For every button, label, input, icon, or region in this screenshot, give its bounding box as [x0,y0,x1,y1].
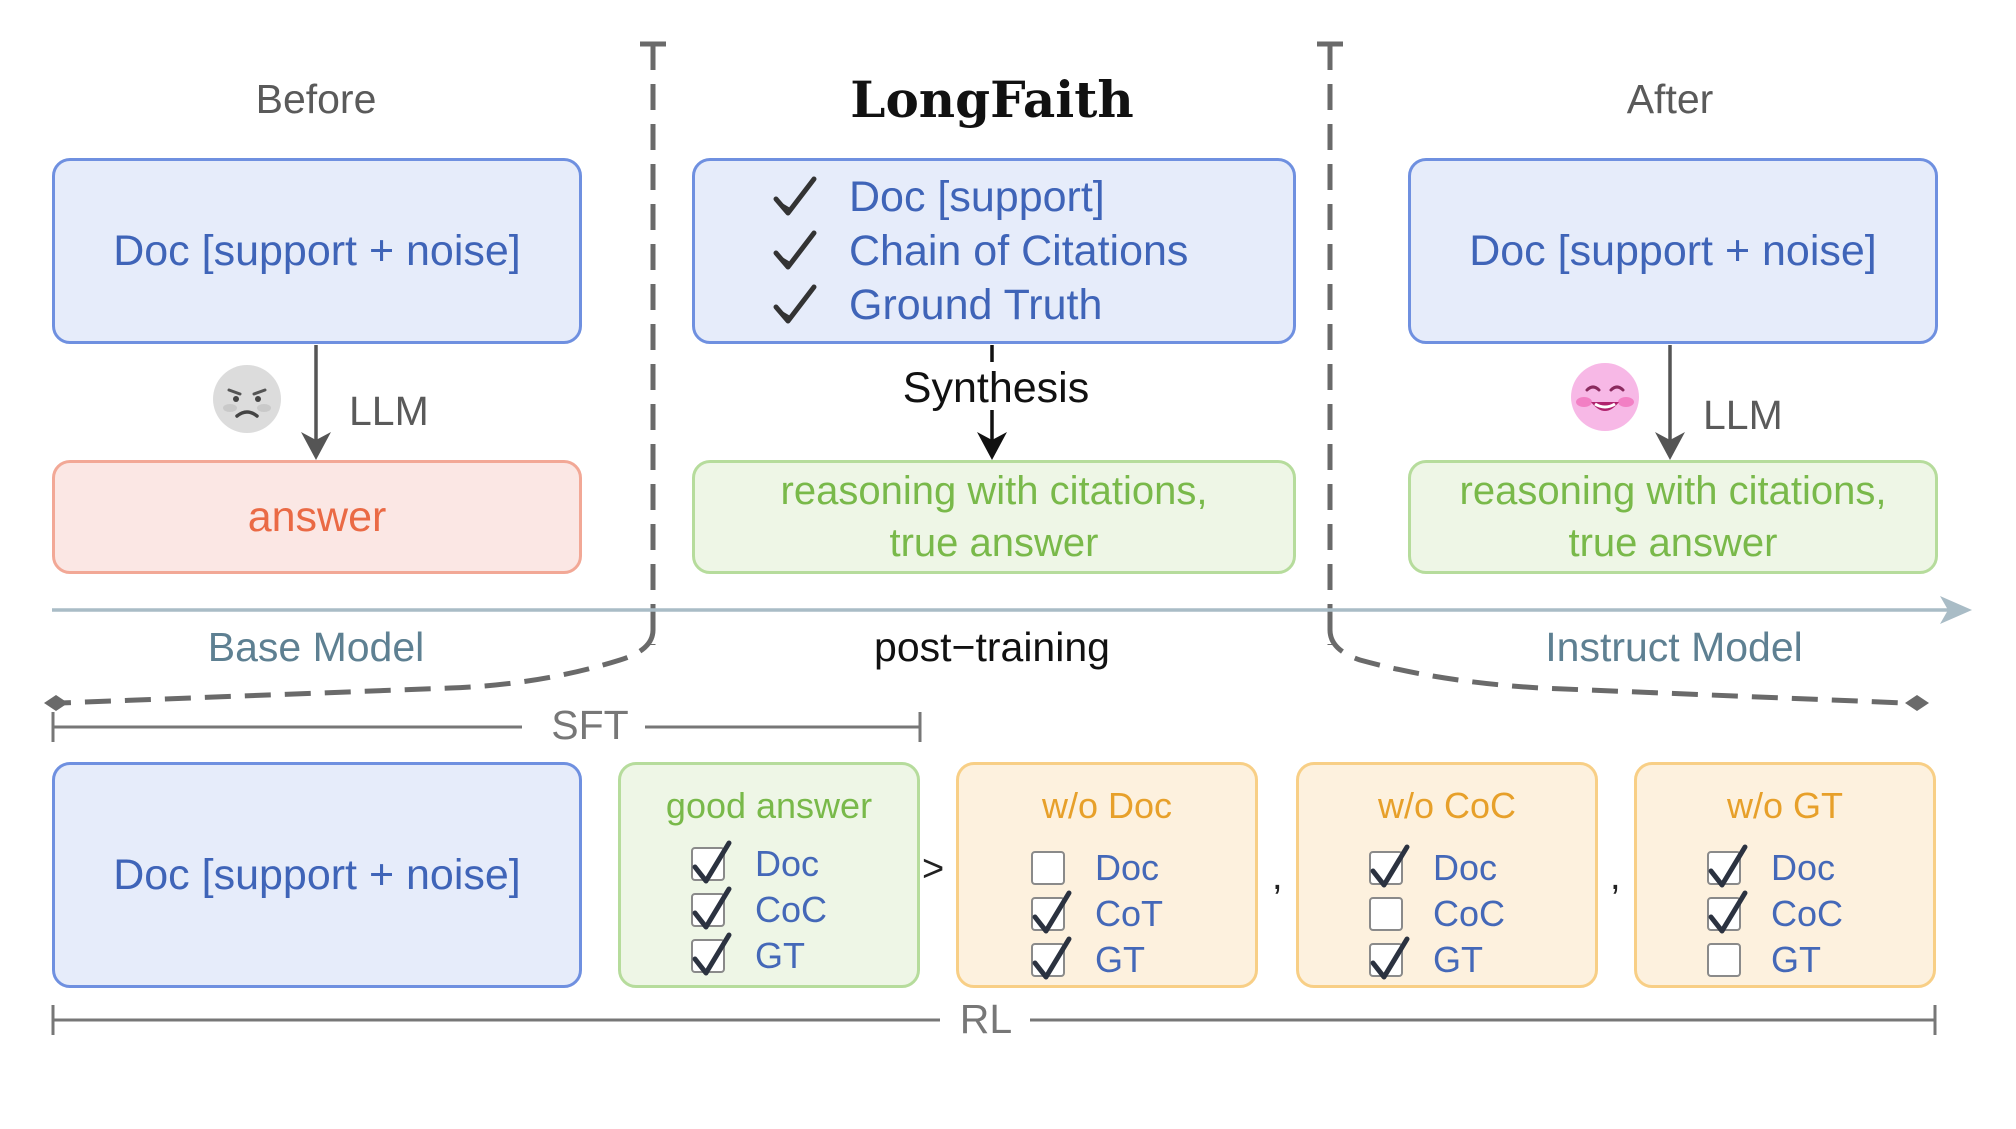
candidate-checklist: Doc CoC GT [1706,844,1844,983]
candidate-checklist: Doc CoC GT [1368,844,1506,983]
base-model-label: Base Model [207,624,425,670]
after-doc-box: Doc [support + noise] [1408,158,1938,344]
checkbox-checked-icon [690,886,732,930]
check-mark-icon [765,175,825,219]
candidate-item-label: Doc [1770,847,1836,888]
candidate-item-label: CoC [1770,893,1844,934]
checkbox-checked-icon [1706,890,1748,934]
candidate-item-label: Doc [1432,847,1498,888]
candidate-item: CoC [1368,891,1506,937]
separator-comma-1: , [1272,856,1283,898]
candidate-item-label: GT [1770,939,1821,980]
longfaith-check-gt-label: Ground Truth [849,280,1103,329]
training-doc-box: Doc [support + noise] [52,762,582,988]
candidate-item-label: Doc [1094,847,1160,888]
separator-right [1317,41,1929,711]
candidate-title: good answer [665,785,873,826]
candidate-item-label: GT [1432,939,1483,980]
candidate-item: Doc [690,840,827,887]
arrow-before [301,345,331,460]
post-training-label: post−training [874,624,1110,670]
after-title: After [1626,76,1714,122]
longfaith-output-line2: true answer [889,521,1099,565]
checkbox-checked-icon [1368,844,1410,888]
sft-label: SFT [541,702,639,749]
checkbox-empty-icon [1030,851,1065,885]
before-doc-box: Doc [support + noise] [52,158,582,344]
timeline-arrow [52,596,1972,624]
before-doc-label: Doc [support + noise] [113,226,521,275]
checkbox-checked-icon [1706,844,1748,888]
synthesis-label: Synthesis [902,364,1090,412]
candidate-item: GT [1030,936,1163,983]
separator-comma-2: , [1610,856,1621,898]
candidate-checklist: Doc CoT GT [1030,845,1163,983]
candidate-item: Doc [1706,844,1843,891]
candidate-item: GT [1368,936,1505,983]
rl-label: RL [949,996,1023,1043]
checkbox-empty-icon [1706,943,1741,977]
longfaith-check-doc-label: Doc [support] [849,172,1105,221]
candidate-wo-coc: w/o CoC Doc CoC GT [1296,762,1598,988]
greater-than-symbol: > [922,848,945,890]
candidate-item-label: Doc [754,843,820,884]
candidate-title: w/o GT [1726,785,1843,826]
candidate-item-label: CoT [1094,893,1163,934]
after-output-line2: true answer [1568,521,1778,565]
candidate-wo-doc: w/o Doc Doc CoT GT [956,762,1258,988]
candidate-item: CoC [1706,890,1844,937]
candidate-title: w/o CoC [1377,785,1517,826]
checkbox-checked-icon [690,932,732,976]
candidate-item-label: GT [754,935,805,976]
candidate-item: CoC [690,886,828,933]
check-mark-icon [765,229,825,273]
longfaith-check-coc-label: Chain of Citations [849,226,1189,275]
longfaith-title: LongFaith [850,70,1134,129]
before-title: Before [255,76,377,122]
candidate-title: w/o Doc [1041,785,1173,826]
rl-bracket [51,1005,1937,1035]
checkbox-checked-icon [1368,936,1410,980]
instruct-model-label: Instruct Model [1545,624,1803,670]
longfaith-output-line1: reasoning with citations, [780,469,1208,513]
before-answer-label: answer [247,492,387,541]
longfaith-check-doc: Doc [support] [765,170,1188,224]
candidate-good-answer: good answer Doc CoC GT [618,762,920,988]
arrow-center [977,345,1007,460]
longfaith-checklist-box: Doc [support] Chain of Citations Ground … [692,158,1296,344]
training-doc-label: Doc [support + noise] [113,850,521,899]
sft-bracket [51,712,922,742]
candidate-item: GT [1706,937,1843,983]
checkbox-checked-icon [690,840,732,884]
candidate-wo-gt: w/o GT Doc CoC GT [1634,762,1936,988]
checkbox-checked-icon [1030,890,1072,934]
longfaith-check-coc: Chain of Citations [765,224,1188,278]
after-llm-label: LLM [1703,392,1783,438]
candidate-item: Doc [1368,844,1505,891]
candidate-item-label: CoC [1432,893,1506,934]
candidate-item: Doc [1030,845,1163,891]
after-doc-label: Doc [support + noise] [1469,226,1877,275]
after-output-line1: reasoning with citations, [1459,469,1887,513]
separator-left [44,41,666,711]
arrow-after [1655,345,1685,460]
after-output-box: reasoning with citations, true answer [1408,460,1938,574]
candidate-item: CoT [1030,890,1163,937]
longfaith-output-box: reasoning with citations, true answer [692,460,1296,574]
before-llm-label: LLM [349,388,429,434]
check-mark-icon [765,283,825,327]
candidate-item-label: CoC [754,889,828,930]
checkbox-empty-icon [1368,897,1403,931]
candidate-item-label: GT [1094,939,1145,980]
sad-face-icon [212,364,282,434]
longfaith-check-gt: Ground Truth [765,278,1188,332]
happy-face-icon [1570,362,1640,432]
checkbox-checked-icon [1030,936,1072,980]
before-answer-box: answer [52,460,582,574]
candidate-item: GT [690,932,827,979]
candidate-checklist: Doc CoC GT [690,840,828,979]
